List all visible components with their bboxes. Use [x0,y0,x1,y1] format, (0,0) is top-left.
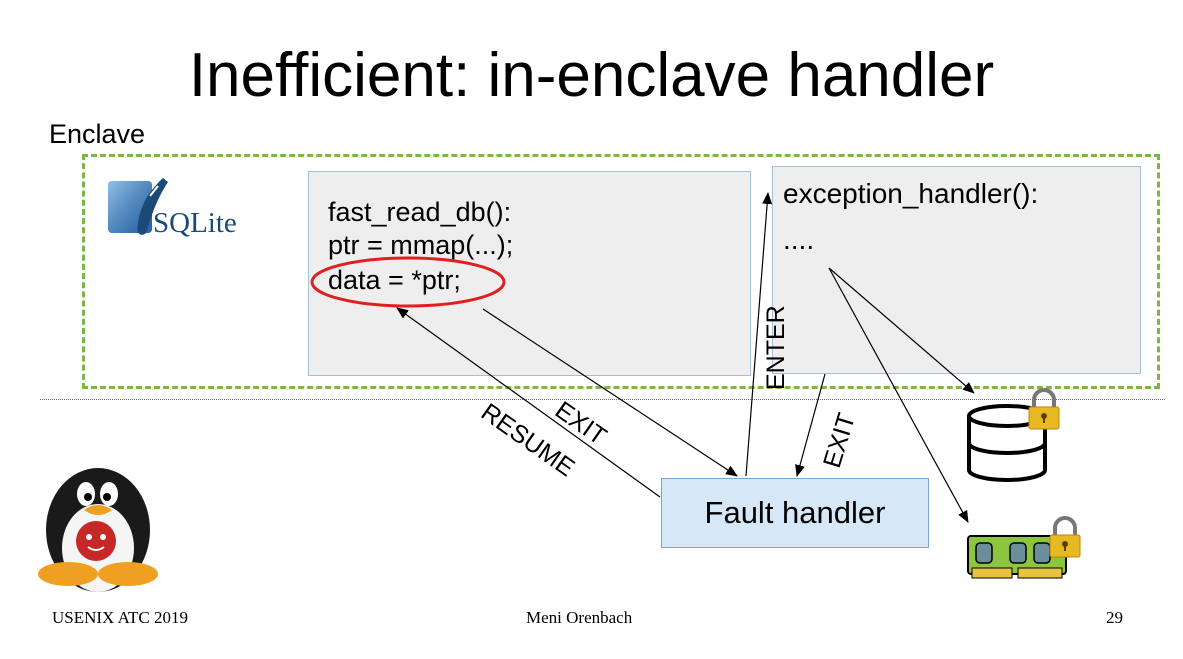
code-line-mmap: ptr = mmap(...); [328,230,514,260]
enclave-label: Enclave [49,119,146,149]
privilege-divider [40,399,1165,400]
code-line-function: fast_read_db(): [328,197,512,227]
footer-author: Meni Orenbach [526,608,633,627]
sqlite-logo-text: SQLite [153,207,237,239]
slide-title: Inefficient: in-enclave handler [188,41,995,110]
fault-handler-label: Fault handler [704,495,886,530]
footer-page-number: 29 [1106,608,1123,627]
fault-handler-box: Fault handler [661,478,929,548]
exit-label: EXIT [549,396,612,451]
handler-line-ellipsis: .... [783,224,815,255]
exit2-label: EXIT [818,409,862,472]
handler-line-function: exception_handler(): [783,178,1039,209]
code-line-deref: data = *ptr; [328,265,461,295]
footer-conference: USENIX ATC 2019 [52,608,189,627]
enter-label: ENTER [762,305,790,390]
